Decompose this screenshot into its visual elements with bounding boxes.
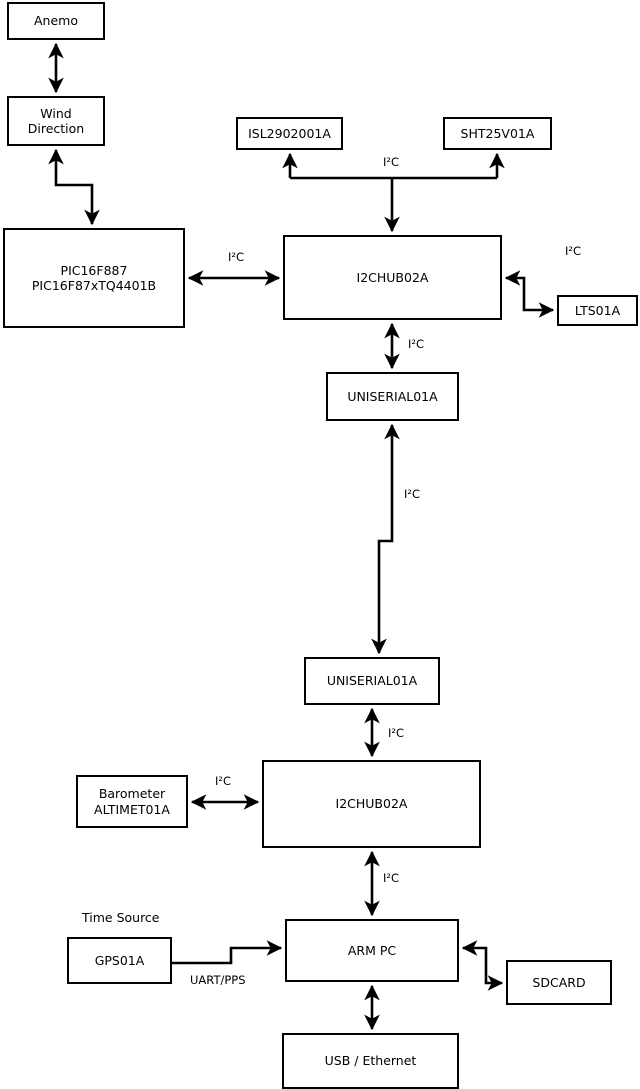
wire-uniseriala-uniserialb: [371, 423, 400, 655]
node-uniserial01a-bottom[interactable]: UNISERIAL01A: [304, 657, 440, 705]
node-sdcard[interactable]: SDCARD: [506, 960, 612, 1005]
node-uniserial01a-top[interactable]: UNISERIAL01A: [326, 372, 459, 421]
edge-label-i2c-sensor-bus: I²C: [383, 155, 400, 169]
node-arm-pc[interactable]: ARM PC: [285, 919, 459, 982]
wire-wind-pic: [48, 148, 100, 226]
node-isl2902001a[interactable]: ISL2902001A: [236, 117, 343, 150]
node-label: LTS01A: [574, 302, 621, 318]
wire-gps-armpc: [172, 940, 283, 965]
label-time-source: Time Source: [82, 910, 160, 925]
node-label: I2CHUB02A: [335, 796, 408, 812]
node-label: I2CHUB02A: [356, 269, 429, 285]
node-label: SHT25V01A: [460, 125, 535, 141]
edge-label-i2c-hub2-armpc: I²C: [383, 871, 400, 885]
edge-label-i2c-hub-uniserial: I²C: [408, 337, 425, 351]
edge-label-i2c-pic-hub: I²C: [228, 250, 245, 264]
node-label: ARM PC: [347, 942, 397, 958]
node-usb-ethernet[interactable]: USB / Ethernet: [282, 1033, 459, 1089]
node-label: SDCARD: [532, 974, 586, 990]
node-label: UNISERIAL01A: [347, 388, 438, 404]
edge-label-i2c-barometer: I²C: [215, 774, 232, 788]
node-label: GPS01A: [94, 952, 145, 968]
node-label: UNISERIAL01A: [326, 673, 418, 689]
node-label: Anemo: [34, 13, 78, 29]
node-lts01a[interactable]: LTS01A: [557, 295, 638, 326]
node-i2chub02a-bottom[interactable]: I2CHUB02A: [262, 760, 481, 848]
node-label: USB / Ethernet: [324, 1053, 417, 1069]
node-i2chub02a-top[interactable]: I2CHUB02A: [283, 235, 502, 320]
wire-armpc-sdcard: [461, 940, 504, 991]
node-sht25v01a[interactable]: SHT25V01A: [443, 117, 552, 150]
edge-label-i2c-uniserial-link: I²C: [404, 487, 421, 501]
node-gps01a[interactable]: GPS01A: [67, 937, 172, 984]
edge-label-i2c-uniserial-hub2: I²C: [388, 726, 405, 740]
node-anemo[interactable]: Anemo: [7, 2, 105, 40]
node-label: ISL2902001A: [248, 125, 331, 141]
edge-label-i2c-lts01a: I²C: [565, 244, 582, 258]
wire-hubtop-lts: [504, 270, 555, 318]
edge-label-uart-pps: UART/PPS: [190, 973, 246, 987]
